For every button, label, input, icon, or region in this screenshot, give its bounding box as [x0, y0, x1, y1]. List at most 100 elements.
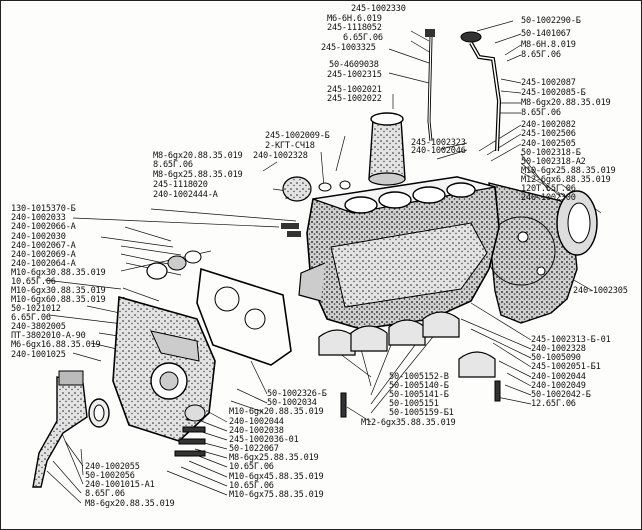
- seal-ring: [88, 398, 110, 428]
- part-label-240-1002444-a: 240-1002444-А: [153, 190, 218, 200]
- part-label-2-kgt: 2-КГТ-СЧ18: [265, 141, 315, 151]
- part-label-240-1002082: 240-1002082: [521, 120, 576, 130]
- part-label-m12-35: М12-6gx35.88.35.019: [361, 418, 456, 428]
- part-label-50-1002326-b: 50-1002326-Б: [267, 389, 327, 399]
- part-label-50-1022067: 50-1022067: [229, 444, 279, 454]
- part-label-245-1003325: 245-1003325: [321, 43, 376, 53]
- part-label-240-1002033: 240-1002033: [11, 213, 66, 223]
- part-label-240-1002300: 240-1002300: [521, 193, 576, 203]
- part-label-m10-75: М10-6gx75.88.35.019: [229, 490, 324, 500]
- part-label-6-65g-06-b: 6.65Г.06: [11, 313, 51, 323]
- part-label-50-1002042-b: 50-1002042-Б: [531, 390, 591, 400]
- part-label-50-1005090: 50-1005090: [531, 353, 581, 363]
- cylinder-block: [298, 176, 500, 330]
- part-label-240-1002067-a: 240-1002067-А: [11, 241, 76, 251]
- part-label-8-65g-06-d: 8.65Г.06: [85, 489, 125, 499]
- part-label-240-1002055: 240-1002055: [85, 462, 140, 472]
- part-label-8-65g-06-b: 8.65Г.06: [521, 50, 561, 60]
- part-label-50-1002318-b: 50-1002318-Б: [521, 148, 581, 158]
- part-label-m10-60: М10-6gx60.88.35.019: [11, 295, 106, 305]
- part-label-240-1002064-a: 240-1002064-А: [11, 259, 76, 269]
- part-label-240-1002044-right: 240-1002044: [531, 372, 586, 382]
- part-label-m10-30-a: М10-6gx30.88.35.019: [11, 268, 106, 278]
- cylinder-liner: [368, 112, 406, 186]
- part-label-240-1002038: 240-1002038: [229, 426, 284, 436]
- part-label-m8-20-b: М8-6gx20.88.35.019: [521, 98, 611, 108]
- part-label-50-1021012: 50-1021012: [11, 304, 61, 314]
- part-label-m10-45: М10-6gx45.88.35.019: [229, 472, 324, 482]
- part-label-10-65g-06-c: 10.65Г.06: [229, 481, 274, 491]
- part-label-m12-6: М12-6gx6.88.35.019: [521, 175, 611, 185]
- crank-flange: [556, 190, 598, 256]
- part-label-240-3802005: 240-3802005: [11, 322, 66, 332]
- part-label-50-1005141-b: 50-1005141-Б: [389, 390, 449, 400]
- part-label-m8-20-a: М8-6gx20.88.35.019: [153, 151, 243, 161]
- part-label-50-1005140-b: 50-1005140-Б: [389, 381, 449, 391]
- part-label-50-1005152-v: 50-1005152-В: [389, 372, 449, 382]
- part-label-m8-25-b: М8-6gx25.88.35.019: [229, 453, 319, 463]
- part-label-m6-6n: М6-6Н.6.019: [327, 14, 382, 24]
- small-parts-left: [146, 223, 301, 280]
- part-label-245-1002051-b1: 245-1002051-Б1: [531, 362, 601, 372]
- part-label-245-1002315: 245-1002315: [327, 70, 382, 80]
- part-label-245-1118020: 245-1118020: [153, 180, 208, 190]
- part-label-245-1002313-b-01: 245-1002313-Б-01: [531, 335, 611, 345]
- front-gasket: [196, 267, 292, 366]
- part-label-m8-25-a: М8-6gx25.88.35.019: [153, 170, 243, 180]
- front-bolts: [174, 404, 206, 457]
- part-label-10-65g-06-a: 10.65Г.06: [11, 277, 56, 287]
- oil-filler-pipe: [460, 31, 502, 152]
- part-label-m10-25: М10-6gx25.88.35.019: [521, 166, 616, 176]
- part-label-240-1001015-a1: 240-1001015-А1: [85, 480, 155, 490]
- part-label-50-1401067: 50-1401067: [521, 29, 571, 39]
- part-label-50-1002034: 50-1002034: [267, 398, 317, 408]
- part-label-12-65g-06: 12.65Г.06: [531, 399, 576, 409]
- part-label-240-1002030: 240-1002030: [11, 232, 66, 242]
- part-label-m8-6n: М8-6Н.8.019: [521, 40, 576, 50]
- part-label-50-1005151: 50-1005151: [389, 399, 439, 409]
- bottom-bolts: [340, 380, 501, 418]
- part-label-m10-30-b: М10-6gx30.88.35.019: [11, 286, 106, 296]
- part-label-240-1002328-b: 240-1002328: [531, 344, 586, 354]
- part-label-245-1002022: 245-1002022: [327, 94, 382, 104]
- part-label-245-1002009-b: 245-1002009-Б: [265, 131, 330, 141]
- part-label-m6-16: М6-6gx16.88.35.019: [11, 340, 101, 350]
- part-label-10-65g-06-b: 10.65Г.06: [229, 462, 274, 472]
- dipstick-tube: [425, 29, 435, 142]
- part-label-50-1005159-b1: 50-1005159-Б1: [389, 408, 454, 418]
- part-label-245-1002323: 245-1002323: [411, 138, 466, 148]
- part-label-245-1118052: 245-1118052: [327, 23, 382, 33]
- mount-bracket: [32, 370, 88, 488]
- part-label-240-1002044-bottom: 240-1002044: [229, 417, 284, 427]
- part-label-240-1002049: 240-1002049: [531, 381, 586, 391]
- part-label-245-1002087: 245-1002087: [521, 78, 576, 88]
- part-label-245-1002330: 245-1002330: [351, 4, 406, 14]
- part-label-50-1002290-b: 50-1002290-Б: [521, 16, 581, 26]
- part-label-pt-3802010: ПТ-3802010-А-90: [11, 331, 86, 341]
- part-label-245-1002085-b: 245-1002085-Б: [521, 88, 586, 98]
- part-label-245-1002036-01: 245-1002036-01: [229, 435, 299, 445]
- part-label-240-1002069-a: 240-1002069-А: [11, 250, 76, 260]
- water-pump-parts: [282, 176, 351, 202]
- part-label-130-1015370-b: 130-1015370-Б: [11, 204, 76, 214]
- part-label-m10-20: М10-6gx20.88.35.019: [229, 407, 324, 417]
- part-label-245-1002506: 245-1002506: [521, 129, 576, 139]
- part-label-240-1001025: 240-1001025: [11, 350, 66, 360]
- part-label-6-65g-06: 6.65Г.06: [343, 33, 383, 43]
- part-label-240-1002328-a: 240-1002328: [253, 151, 308, 161]
- part-label-240-1002305: 240-1002305: [573, 286, 628, 296]
- part-label-m8-20-c: М8-6gx20.88.35.019: [85, 499, 175, 509]
- part-label-240-1002046: 240-1002046: [411, 146, 466, 156]
- part-label-50-1002318-a2: 50-1002318-А2: [521, 157, 586, 167]
- part-label-240-1002066-a: 240-1002066-А: [11, 222, 76, 232]
- part-label-50-4609038: 50-4609038: [329, 60, 379, 70]
- part-label-8-65g-06-c: 8.65Г.06: [521, 108, 561, 118]
- part-label-50-1002056: 50-1002056: [85, 471, 135, 481]
- part-label-245-1002021: 245-1002021: [327, 85, 382, 95]
- bearing-caps: [318, 311, 496, 378]
- part-label-8-65g-06-a: 8.65Г.06: [153, 160, 193, 170]
- part-label-120t-65g-06: 120Т.65Г.06: [521, 184, 576, 194]
- timing-cover: [112, 295, 216, 442]
